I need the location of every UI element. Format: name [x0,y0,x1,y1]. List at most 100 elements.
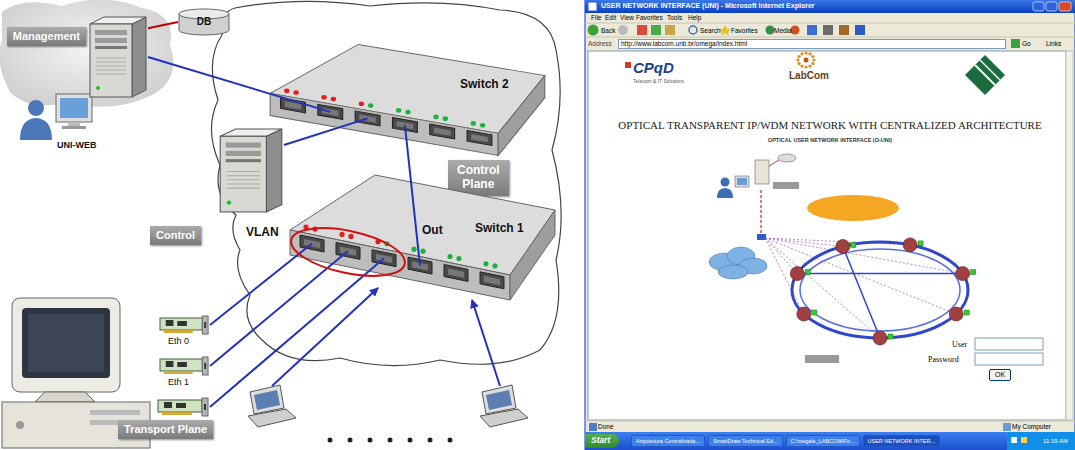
ellipsis-dots [328,438,453,443]
status-text: My Computer [1012,423,1051,430]
browser-screenshot-part [839,25,849,35]
network-card-drawing-part [164,371,193,374]
network-card: Eth 0 [160,316,210,334]
browser-screenshot-part [971,270,976,275]
browser-screenshot-part [1021,437,1027,443]
network-link [148,57,330,112]
server-drawing-part [132,17,146,97]
browser-screenshot-part [1059,2,1071,11]
browser-screenshot-part [689,26,697,34]
browser-screenshot-part [1011,39,1020,48]
server-drawing-part [95,46,127,49]
switch-drawing-part [396,108,401,113]
client-link-arrow [472,300,500,386]
server-icon: Management [88,16,148,98]
network-card-drawing-part [176,403,186,408]
taskbar-item-label: C:\megale_LABCOM\Fo... [791,438,855,444]
switch-drawing-part [293,90,298,95]
menu-item: Tools [667,14,682,21]
menu-item: Help [688,14,701,21]
nic-label: Eth 1 [168,377,189,387]
browser-screenshot-part [805,270,810,275]
switch-drawing-part [483,261,488,266]
server-drawing-part [96,58,126,59]
server-drawing-part [96,66,126,67]
switch-drawing-part [448,268,464,277]
toolbar-button-label: Media [774,27,792,34]
browser-screenshot-part [965,55,1005,95]
ellipsis-dots-part [368,438,373,443]
browser-screenshot-part [975,338,1043,350]
pc-computer-part [12,298,120,392]
browser-screenshot-part [804,65,807,68]
browser-screenshot-part [790,267,804,281]
browser-screenshot-part [585,0,1075,13]
browser-screenshot-part [585,432,1075,450]
network-card-drawing-part [158,400,202,412]
switch-drawing-part [359,101,364,106]
browser-screenshot-part [800,65,803,68]
switch-drawing-part [480,272,504,289]
taskbar-button: USER NETWORK INTER... [863,435,941,447]
user-icon-part [20,118,52,140]
browser-screenshot-part [800,249,960,331]
server-drawing-part [95,30,127,35]
network-card: Eth 1 [160,357,210,375]
database-label: DB [178,16,230,28]
ellipsis-dots-part [348,438,353,443]
browser-screenshot-part [766,26,775,35]
switch-drawing-part [270,93,498,155]
address-field: http://www.labcom.unb.br/omega/index.htm… [618,39,1006,49]
network-card-drawing-part [202,398,208,416]
taskbar-item-label: SmartDraw Technical Ed... [713,438,778,444]
server-drawing-part [227,201,231,205]
switch-drawing-part [420,249,425,254]
switch-drawing-part [290,230,510,300]
plane-label-box: Control Plane [448,160,509,196]
server-drawing-part [96,62,126,63]
network-link [210,244,312,326]
plane-label: Control [150,226,201,245]
browser-screenshot-part [811,62,814,65]
ok-button: OK [989,369,1011,381]
switch-drawing-part [480,123,485,128]
network-card-drawing-part [204,322,206,328]
browser-screenshot-part [791,26,800,35]
switch-drawing-part [411,247,416,252]
browser-screenshot-part [588,25,599,36]
browser-screenshot-part [812,58,815,61]
browser-screenshot-part [956,267,970,281]
laptop-part [248,409,296,427]
browser-screenshot-part [1046,2,1057,11]
ellipsis-dots-part [428,438,433,443]
server-drawing-part [227,179,260,180]
browser-screenshot-part [589,423,597,431]
browser-screenshot-part [797,273,962,275]
vlan-ring [287,219,409,284]
browser-screenshot-part [665,25,675,35]
server-icon: Control [218,128,284,213]
management-cloud [0,0,173,107]
browser-screenshot-part [769,160,779,166]
switch-drawing-part [348,234,353,239]
workstation-monitor-part [60,98,88,118]
browser-screenshot-part [804,51,807,54]
laptop [248,385,296,427]
browser-screenshot-part [778,154,796,162]
server-drawing-part [266,129,281,212]
switch-drawing-part [484,276,500,285]
switch-drawing-part [467,131,492,146]
user-icon [20,100,52,140]
browser-screenshot-part [755,160,769,184]
browser-screenshot-part [721,178,730,187]
switch-drawing-part [433,115,438,120]
server-drawing-part [227,171,260,172]
browser-screenshot-part [709,247,767,279]
server-drawing [88,16,148,98]
browser-screenshot-part [717,188,733,198]
network-link [210,258,384,407]
taskbar-button: Arquitetura Centralizada... [631,435,705,447]
taskbar-button: C:\megale_LABCOM\Fo... [786,435,860,447]
control-plane-cloud [211,1,561,365]
switch-drawing-part [430,124,455,139]
